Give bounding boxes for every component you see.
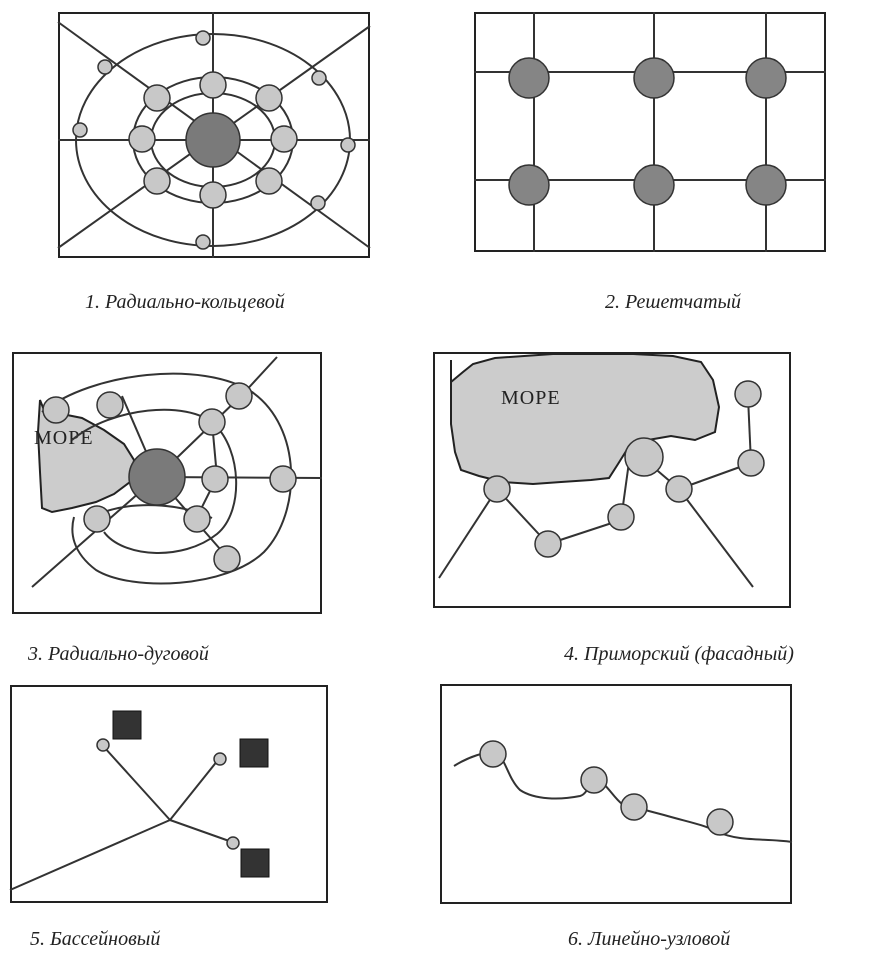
sea-label: МОРЕ [34,427,94,449]
basin-nodes [96,738,240,850]
diagram-radial-ring [57,12,371,258]
center-node [185,112,241,168]
sea [36,399,136,514]
frame [440,684,792,904]
basin-squares [112,710,270,878]
linear-road [453,750,793,843]
caption-3: 3. Радиально-дуговой [28,643,209,665]
caption-2: 2. Решетчатый [605,291,742,313]
sea [450,353,721,486]
caption-6: 6. Линейно-узловой [568,928,731,950]
frame [10,685,328,903]
center-node [128,448,186,506]
grid-lines [474,12,826,252]
sea-label: МОРЕ [501,387,561,409]
diagram-basin [9,685,328,903]
coast-nodes [483,380,765,558]
frame [474,12,826,252]
line-nodes [479,740,734,836]
port-node [624,437,664,477]
outer-nodes [72,30,356,250]
diagram-radial-arc: МОРЕ [12,352,323,614]
diagram-grid [474,12,826,252]
caption-1: 1. Радиально-кольцевой [85,291,285,313]
arc-nodes [42,382,297,573]
caption-5: 5. Бассейновый [30,928,161,950]
diagram-linear-nodal [440,684,793,904]
ring-nodes [128,71,298,209]
branch-roads [9,746,233,891]
frame [12,352,322,614]
grid-nodes [508,57,787,206]
diagram-seaside: МОРЕ [433,352,791,608]
caption-4: 4. Приморский (фасадный) [564,643,794,665]
